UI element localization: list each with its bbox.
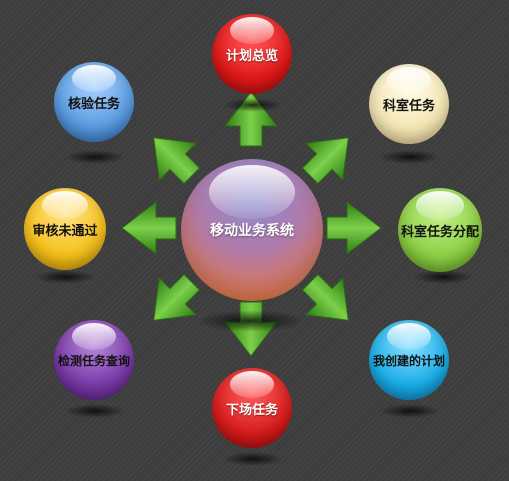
node-label: 科室任务分配 [400,224,479,240]
gloss [386,67,432,95]
arrow-up-left-icon [153,137,201,185]
arrow-left-icon [121,200,177,256]
node-dept-task[interactable]: 科室任务 [369,64,449,144]
node-label: 科室任务 [382,98,435,114]
shadow-dept-task-assign [413,270,473,284]
arrow-down-left-icon [153,273,201,321]
gloss [229,17,275,45]
node-my-plans[interactable]: 我创建的计划 [369,320,449,400]
center-hub-label: 移动业务系统 [210,223,294,239]
node-label: 核验任务 [67,96,120,112]
node-label: 下场任务 [225,402,278,418]
arrow-down-right-icon [301,273,349,321]
node-label: 检测任务查询 [57,353,130,368]
gloss [209,164,295,219]
gloss [71,323,117,351]
gloss [416,191,464,220]
gloss [42,191,88,220]
arrow-up-right-icon [301,137,349,185]
node-label: 审核未通过 [32,223,98,239]
arrow-up-icon [223,91,279,147]
node-label: 我创建的计划 [372,353,445,368]
center-hub[interactable]: 移动业务系统 [181,159,323,301]
node-plan-overview[interactable]: 计划总览 [212,14,292,94]
node-verify-task[interactable]: 核验任务 [54,62,134,142]
shadow-review-rejected [35,270,95,284]
shadow-plan-overview [223,98,283,112]
shadow-my-plans [380,404,440,418]
shadow-issue-task [223,452,283,466]
gloss [229,371,275,399]
gloss [71,65,117,93]
shadow-verify-task [65,150,125,164]
node-issue-task[interactable]: 下场任务 [212,368,292,448]
node-dept-task-assign[interactable]: 科室任务分配 [398,188,482,272]
node-inspection-query[interactable]: 检测任务查询 [54,320,134,400]
node-review-rejected[interactable]: 审核未通过 [24,188,106,270]
shadow-center [196,310,306,332]
arrow-right-icon [326,200,382,256]
shadow-inspection-query [65,404,125,418]
shadow-dept-task [380,150,440,164]
node-label: 计划总览 [225,48,278,64]
gloss [386,323,432,351]
